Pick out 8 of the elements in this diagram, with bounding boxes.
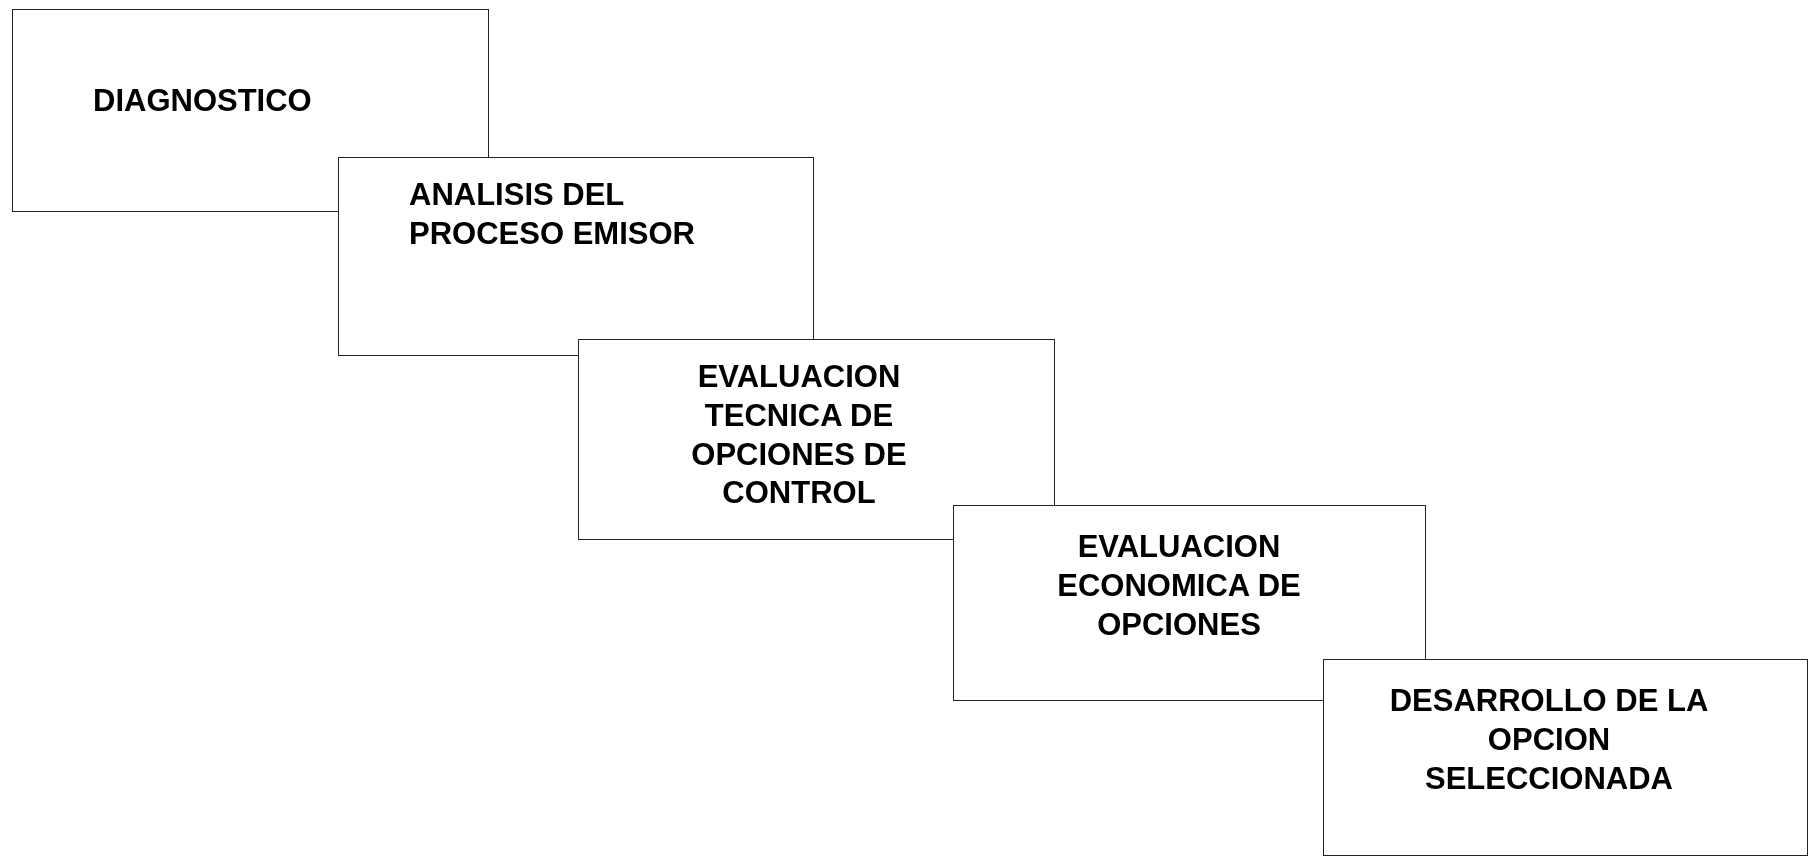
box-label: DIAGNOSTICO [93,82,313,120]
process-box [1323,659,1808,856]
process-box [578,339,1055,540]
box-label: ANALISIS DEL PROCESO EMISOR [409,176,696,253]
box-label: EVALUACION ECONOMICA DE OPCIONES [1056,528,1302,644]
process-box [338,157,814,356]
box-label: DESARROLLO DE LA OPCION SELECCIONADA [1388,682,1710,798]
box-label: EVALUACION TECNICA DE OPCIONES DE CONTROL [690,358,908,513]
